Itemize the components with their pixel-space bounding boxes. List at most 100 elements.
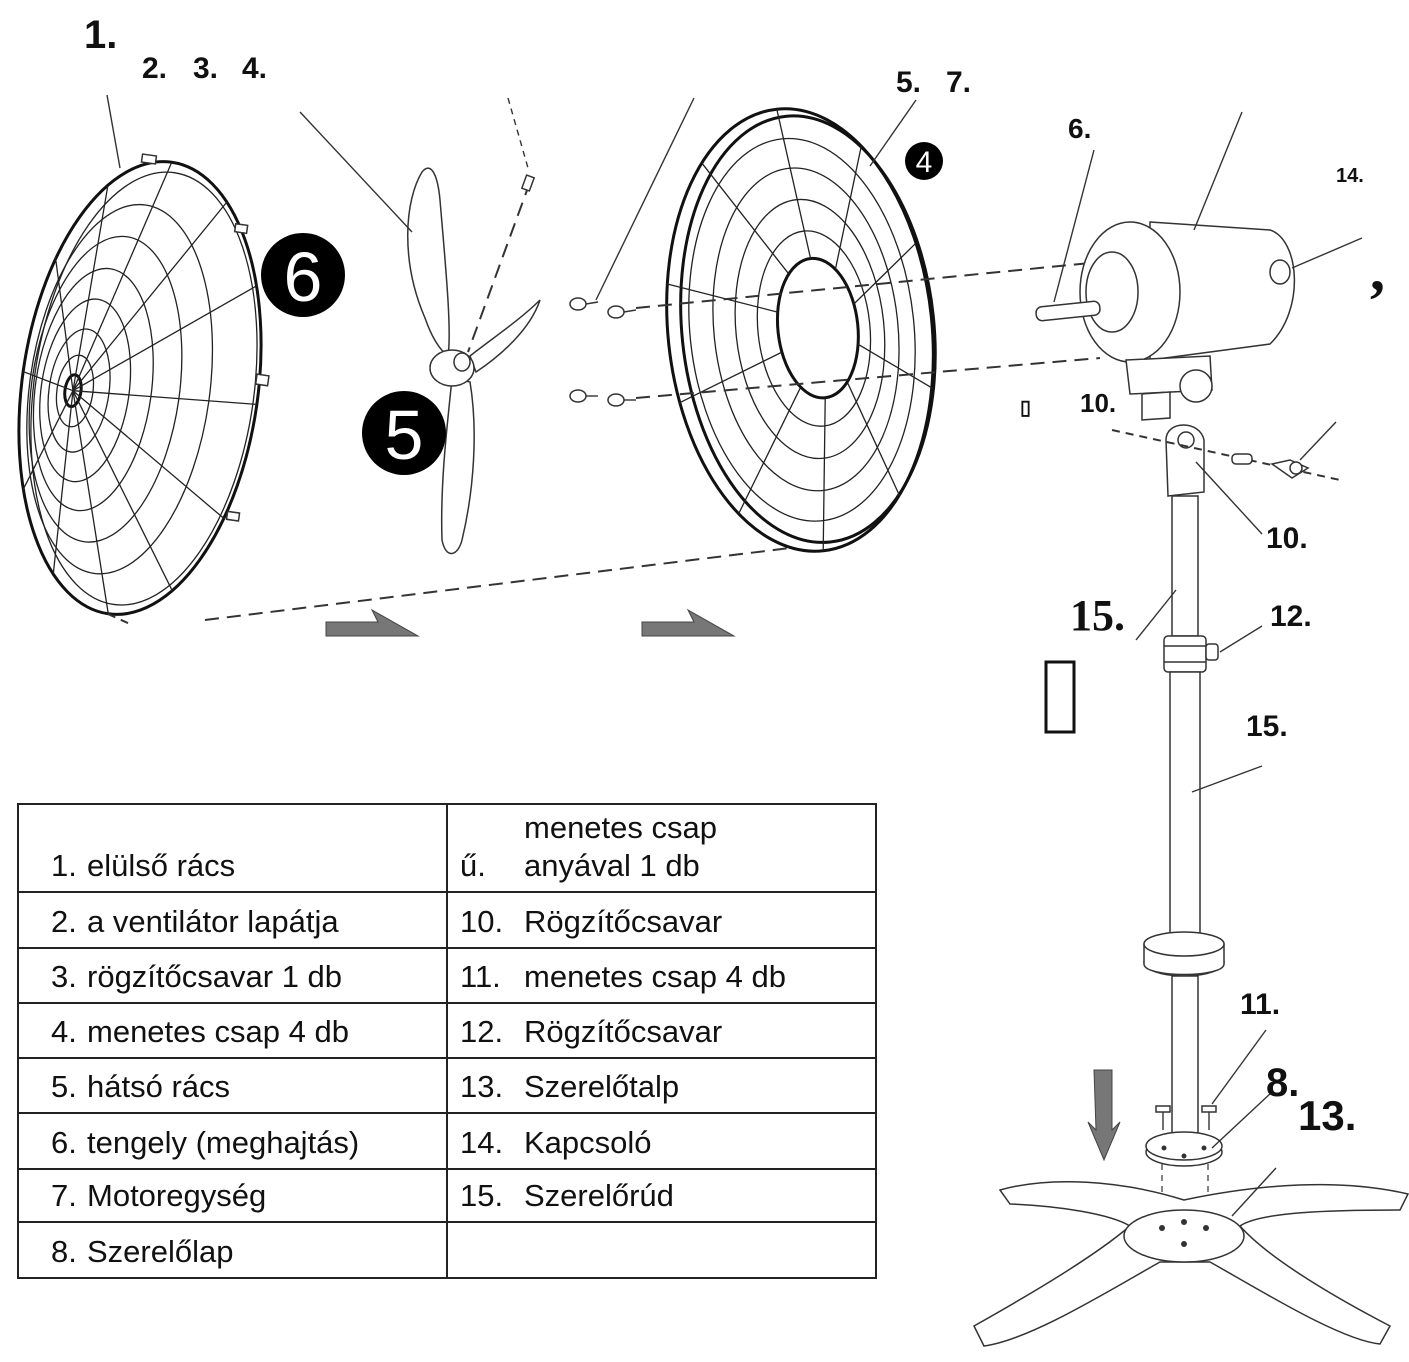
part-name: Szerelőlap [87, 1234, 234, 1269]
badge-5: 5 [362, 391, 446, 475]
label-8: 8. [1266, 1061, 1299, 1105]
part-number: 6. [51, 1125, 77, 1160]
axis-dash-screw [107, 613, 131, 625]
parts-table-cell-left: 2.a ventilátor lapátja [17, 891, 448, 949]
parts-table-cell-right: 11. menetes csap 4 db [446, 947, 877, 1004]
part-number: 3. [51, 959, 77, 994]
parts-table-cell-left: 7.Motoregység [17, 1168, 448, 1223]
label-4: 4. [242, 52, 267, 85]
part-number: 5. [51, 1069, 77, 1104]
label-1: 1. [84, 13, 117, 57]
part-name: elülső rács [87, 848, 236, 883]
parts-table-cell-right: 15. Szerelőrúd [446, 1168, 877, 1223]
label-7: 7. [946, 66, 971, 99]
part-name: Rögzítőcsavar [524, 904, 723, 939]
svg-text:4: 4 [916, 146, 933, 179]
arrow-right-2 [641, 608, 736, 637]
part-name: rögzítőcsavar 1 db [87, 959, 343, 994]
parts-table-cell-right: ű. menetes csap anyával 1 db [446, 803, 877, 893]
leader-motor [1193, 111, 1243, 231]
leader-4 [595, 97, 695, 301]
part-number: 8. [51, 1234, 77, 1269]
part-number: 12. [460, 1014, 504, 1049]
parts-table-cell-right: 12. Rögzítőcsavar [446, 1002, 877, 1059]
label-15b: 15. [1246, 710, 1288, 743]
leader-15a [1135, 589, 1177, 641]
label-2: 2. [142, 52, 167, 85]
part-number: 15. [460, 1178, 504, 1213]
front-grille [17, 153, 270, 616]
label-5: 5. [896, 66, 921, 99]
leader-3-dash [467, 181, 531, 353]
leader-3 [507, 97, 529, 169]
part-number: 14. [460, 1125, 504, 1160]
motor-unit [1035, 221, 1296, 421]
back-grille [665, 107, 937, 553]
part-name: Motoregység [87, 1178, 267, 1213]
parts-table-row: 8. Szerelőlap [17, 1221, 877, 1279]
part-name: Szerelőtalp [524, 1069, 680, 1104]
part-name: a ventilátor lapátja [87, 904, 339, 939]
parts-table-cell-left: 3. rögzítőcsavar 1 db [17, 947, 448, 1004]
screws-group [569, 297, 637, 407]
part-number: 10. [460, 904, 504, 939]
parts-table-row: 2.a ventilátor lapátja 10. Rögzítőcsavar [17, 891, 877, 949]
parts-table-cell-left: 4. menetes csap 4 db [17, 1002, 448, 1059]
part-name: Kapcsoló [524, 1125, 652, 1160]
badge-4: 4 [905, 142, 943, 180]
badge-6: 6 [261, 233, 345, 317]
parts-table-row: 4. menetes csap 4 db 12. Rögzítőcsavar [17, 1002, 877, 1059]
part-number: 1. [51, 848, 77, 883]
box-glyph-b [1044, 660, 1076, 734]
parts-table-cell-left: 8. Szerelőlap [17, 1221, 448, 1279]
part-number: ű. [460, 848, 486, 883]
box-glyph-a: ▯ [1020, 397, 1031, 419]
part-name: tengely (meghajtás) [87, 1125, 360, 1160]
part-name: menetes csap 4 db [87, 1014, 349, 1049]
part-number: 11. [460, 959, 501, 994]
leader-14 [1291, 237, 1363, 269]
leader-12 [1219, 625, 1263, 653]
part-name: Szerelőrúd [524, 1178, 674, 1213]
axis-dash-bottom [635, 357, 1101, 399]
leader-13 [1231, 1167, 1277, 1217]
label-15a: 15. [1070, 591, 1125, 640]
leader-15b [1191, 765, 1263, 793]
part-name: menetes csap anyával 1 db [524, 810, 717, 883]
label-6: 6. [1068, 113, 1091, 144]
part-name: menetes csap 4 db [524, 959, 786, 994]
leader-10b [1195, 461, 1263, 535]
parts-table-row: 7.Motoregység 15. Szerelőrúd [17, 1168, 877, 1223]
leader-8 [1211, 1091, 1273, 1149]
part-name: Rögzítőcsavar [524, 1014, 723, 1049]
leader-2 [299, 111, 413, 233]
parts-table-cell-right [446, 1221, 877, 1279]
fan-blade [407, 167, 541, 555]
arrow-right-1 [325, 608, 420, 637]
stand [973, 421, 1409, 1347]
parts-table-cell-left: 6. tengely (meghajtás) [17, 1112, 448, 1170]
part-number: 4. [51, 1014, 77, 1049]
leader-5-7 [869, 99, 917, 167]
arrow-down [1087, 1069, 1121, 1162]
parts-table-cell-left: 1. elülső rács [17, 803, 448, 893]
label-comma: , [1370, 237, 1385, 303]
parts-table: 1. elülső rács ű. menetes csap anyával 1 db… [17, 803, 877, 1279]
parts-table-row: 3. rögzítőcsavar 1 db 11. menetes csap 4 db [17, 947, 877, 1004]
axis-dash-lower [204, 547, 791, 621]
part-number: 13. [460, 1069, 504, 1104]
parts-table-cell-right: 10. Rögzítőcsavar [446, 891, 877, 949]
leader-6 [1053, 149, 1095, 303]
parts-table-cell-right: 14. Kapcsoló [446, 1112, 877, 1170]
parts-table-cell-right: 13. Szerelőtalp [446, 1057, 877, 1114]
parts-table-row: 6. tengely (meghajtás) 14. Kapcsoló [17, 1112, 877, 1170]
label-3: 3. [193, 52, 218, 85]
label-10b: 10. [1266, 522, 1308, 555]
leader-11 [1211, 1029, 1267, 1105]
svg-text:6: 6 [284, 238, 323, 316]
label-12: 12. [1270, 600, 1312, 633]
label-13: 13. [1298, 1092, 1356, 1139]
parts-table-row: 1. elülső rács ű. menetes csap anyával 1 db [17, 803, 877, 893]
